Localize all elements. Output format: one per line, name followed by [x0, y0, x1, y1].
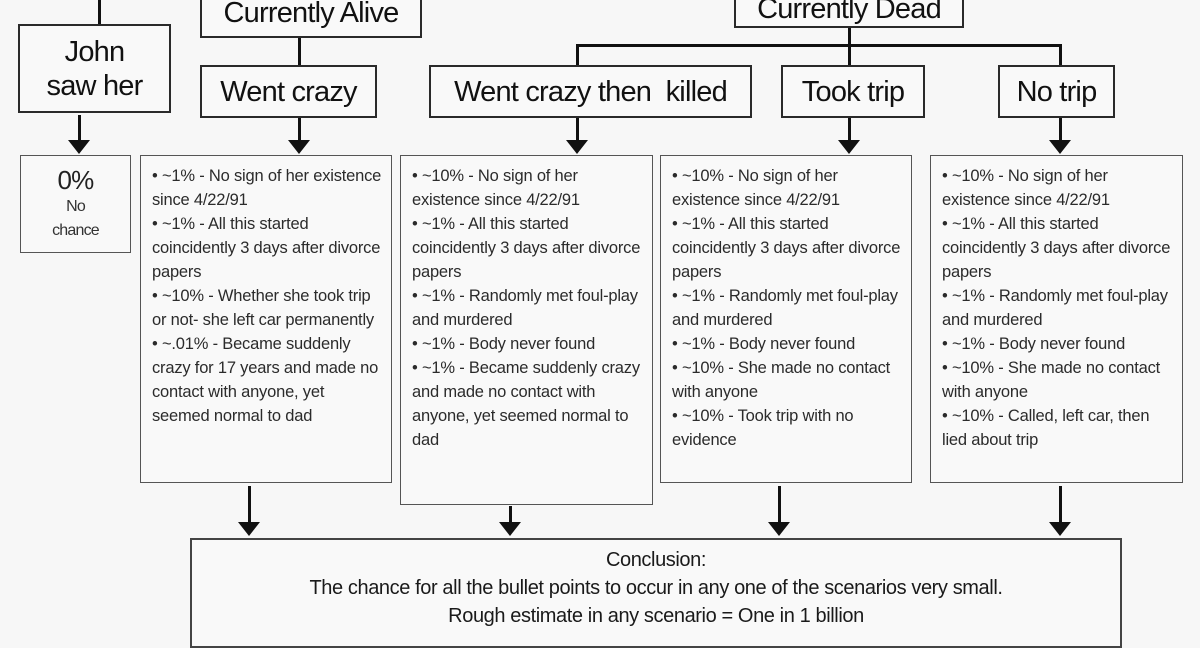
details-went-crazy-then-killed: • ~10% - No sign of her existence since …	[400, 155, 653, 505]
node-took-trip: Took trip	[781, 65, 925, 118]
arrow-down-icon	[566, 140, 588, 154]
arrow-down-icon	[238, 522, 260, 536]
arrow-down-icon	[838, 140, 860, 154]
connector-top-john	[98, 0, 101, 26]
detail-bullet: • ~10% - No sign of her existence since …	[942, 167, 1110, 209]
connector-dead-horizontal	[576, 44, 1062, 47]
detail-bullet: • ~1% - Randomly met foul-play and murde…	[942, 287, 1168, 329]
conclusion-line1: The chance for all the bullet points to …	[309, 577, 1003, 599]
detail-bullet: • ~1% - All this started coincidently 3 …	[412, 215, 641, 281]
detail-bullet: • ~10% - No sign of her existence since …	[412, 167, 580, 209]
detail-bullet: • ~1% - All this started coincidently 3 …	[152, 215, 381, 281]
detail-bullet: • ~10% - Whether she took trip or not- s…	[152, 287, 374, 329]
detail-bullet: • ~1% - Body never found	[412, 335, 596, 353]
details-no-trip: • ~10% - No sign of her existence since …	[930, 155, 1183, 483]
arrow-shaft-went-crazy	[298, 118, 301, 142]
result-no-chance: 0% No chance	[20, 155, 131, 253]
detail-bullet: • ~1% - Body never found	[672, 335, 856, 353]
node-currently-dead-label: Currently Dead	[757, 0, 942, 25]
node-currently-alive-label: Currently Alive	[223, 0, 400, 29]
details-took-trip: • ~10% - No sign of her existence since …	[660, 155, 912, 483]
detail-bullet: • ~10% - Called, left car, then lied abo…	[942, 407, 1150, 449]
detail-bullet: • ~10% - She made no contact with anyone	[672, 359, 891, 401]
detail-bullet: • ~1% - Became suddenly crazy and made n…	[412, 359, 640, 449]
arrow-shaft-nt-conclusion	[1059, 486, 1062, 526]
arrow-shaft-took-trip	[848, 118, 851, 142]
arrow-shaft-no-trip	[1059, 118, 1062, 142]
detail-bullet: • ~1% - All this started coincidently 3 …	[672, 215, 901, 281]
arrow-down-icon	[1049, 140, 1071, 154]
arrow-down-icon	[68, 140, 90, 154]
node-currently-alive: Currently Alive	[200, 0, 422, 38]
arrow-shaft-tt-conclusion	[778, 486, 781, 526]
detail-bullet: • ~10% - She made no contact with anyone	[942, 359, 1161, 401]
node-currently-dead: Currently Dead	[734, 0, 964, 28]
connector-dead-right	[1059, 44, 1062, 66]
arrow-down-icon	[1049, 522, 1071, 536]
node-went-crazy-label: Went crazy	[220, 75, 357, 108]
arrow-down-icon	[768, 522, 790, 536]
node-john-saw-her-label: John saw her	[46, 35, 144, 102]
connector-alive-wentcrazy	[298, 36, 301, 66]
connector-dead-left	[576, 44, 579, 66]
node-john-saw-her: John saw her	[18, 24, 171, 113]
arrow-shaft-wck-conclusion	[509, 506, 512, 526]
arrow-shaft-john	[78, 115, 81, 142]
details-went-crazy: • ~1% - No sign of her existence since 4…	[140, 155, 392, 483]
detail-bullet: • ~1% - Body never found	[942, 335, 1126, 353]
detail-bullet: • ~1% - Randomly met foul-play and murde…	[412, 287, 638, 329]
node-took-trip-label: Took trip	[801, 75, 905, 108]
node-went-crazy-then-killed-label: Went crazy then killed	[454, 75, 728, 108]
result-label-line1: No	[66, 198, 86, 215]
detail-bullet: • ~10% - No sign of her existence since …	[672, 167, 840, 209]
conclusion-box: Conclusion: The chance for all the bulle…	[190, 538, 1122, 648]
result-percent: 0%	[57, 165, 95, 195]
detail-bullet: • ~1% - Randomly met foul-play and murde…	[672, 287, 898, 329]
detail-bullet: • ~1% - All this started coincidently 3 …	[942, 215, 1171, 281]
node-went-crazy: Went crazy	[200, 65, 377, 118]
node-no-trip-label: No trip	[1016, 75, 1098, 108]
detail-bullet: • ~.01% - Became suddenly crazy for 17 y…	[152, 335, 379, 425]
connector-dead-stem	[848, 26, 851, 46]
node-went-crazy-then-killed: Went crazy then killed	[429, 65, 752, 118]
arrow-down-icon	[288, 140, 310, 154]
connector-dead-mid	[848, 44, 851, 66]
arrow-shaft-crazy-killed	[576, 118, 579, 142]
arrow-shaft-wc-conclusion	[248, 486, 251, 526]
result-label-line2: chance	[52, 222, 100, 239]
detail-bullet: • ~1% - No sign of her existence since 4…	[152, 167, 382, 209]
conclusion-line2: Rough estimate in any scenario = One in …	[448, 605, 864, 627]
conclusion-title: Conclusion:	[605, 549, 707, 571]
arrow-down-icon	[499, 522, 521, 536]
detail-bullet: • ~10% - Took trip with no evidence	[672, 407, 854, 449]
node-no-trip: No trip	[998, 65, 1115, 118]
